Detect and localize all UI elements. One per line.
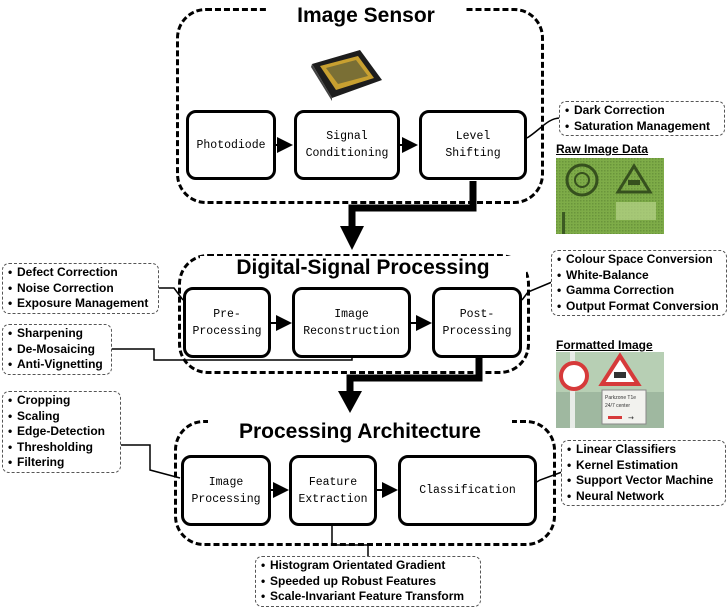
note-item: Exposure Management (8, 296, 154, 312)
sign-text-line2: 24/7 center (605, 403, 630, 409)
note-item: Dark Correction (565, 103, 720, 119)
note-item: Histogram Orientated Gradient (261, 558, 476, 574)
flow-arrow-sensor-to-dsp (348, 181, 477, 230)
stage-photodiode: Photodiode (186, 110, 276, 180)
raw-image-label: Raw Image Data (556, 142, 649, 156)
arrow-glyph: → (628, 414, 634, 422)
note-item: Output Format Conversion (557, 299, 722, 315)
note-postprocessing: Colour Space Conversion White-Balance Ga… (551, 250, 727, 317)
sign-text-line1: Parkzone T1e (605, 395, 636, 401)
stage-image-processing: Image Processing (181, 455, 271, 526)
note-item: Support Vector Machine (567, 473, 721, 489)
stage-level-shifting: Level Shifting (419, 110, 527, 180)
note-item: Anti-Vignetting (8, 357, 107, 373)
flow-arrow-dsp-to-arch (346, 357, 483, 395)
flow-arrowhead-dsp (340, 226, 364, 250)
note-item: Edge-Detection (8, 424, 116, 440)
note-item: Colour Space Conversion (557, 252, 722, 268)
note-image-processing: Cropping Scaling Edge-Detection Threshol… (2, 391, 121, 473)
section-title-dsp: Digital-Signal Processing (200, 256, 526, 280)
note-classification: Linear Classifiers Kernel Estimation Sup… (561, 440, 726, 507)
note-item: Sharpening (8, 326, 107, 342)
note-feature-extraction: Histogram Orientated Gradient Speeded up… (255, 556, 481, 607)
sensor-chip-image (304, 46, 384, 102)
stage-pre-processing: Pre- Processing (183, 287, 271, 358)
note-item: Noise Correction (8, 281, 154, 297)
note-item: Saturation Management (565, 119, 720, 135)
leader-image-processing (120, 444, 181, 479)
note-level-shifting: Dark Correction Saturation Management (559, 101, 725, 137)
formatted-image-label: Formatted Image (556, 338, 653, 352)
note-item: Cropping (8, 393, 116, 409)
note-item: Thresholding (8, 440, 116, 456)
flow-arrowhead-arch (338, 391, 362, 413)
note-item: Gamma Correction (557, 283, 722, 299)
note-item: Kernel Estimation (567, 458, 721, 474)
note-item: Filtering (8, 455, 116, 471)
section-title-processing-architecture: Processing Architecture (208, 420, 512, 444)
note-item: White-Balance (557, 268, 722, 284)
note-item: Linear Classifiers (567, 442, 721, 458)
raw-image-photo (556, 158, 664, 234)
stage-feature-extraction: Feature Extraction (289, 455, 377, 526)
leader-reconstruction (111, 348, 353, 361)
formatted-image-photo: Parkzone T1e 24/7 center → (556, 352, 664, 428)
stage-classification: Classification (398, 455, 537, 526)
note-item: Scale-Invariant Feature Transform (261, 589, 476, 605)
note-preprocessing: Defect Correction Noise Correction Expos… (2, 263, 159, 314)
stage-image-reconstruction: Image Reconstruction (292, 287, 411, 358)
note-reconstruction: Sharpening De-Mosaicing Anti-Vignetting (2, 324, 112, 375)
note-item: Neural Network (567, 489, 721, 505)
stage-signal-conditioning: Signal Conditioning (294, 110, 400, 180)
section-dsp (178, 254, 530, 374)
note-item: De-Mosaicing (8, 342, 107, 358)
note-item: Speeded up Robust Features (261, 574, 476, 590)
note-item: Defect Correction (8, 265, 154, 281)
section-title-image-sensor: Image Sensor (268, 4, 464, 28)
stage-post-processing: Post- Processing (432, 287, 522, 358)
note-item: Scaling (8, 409, 116, 425)
